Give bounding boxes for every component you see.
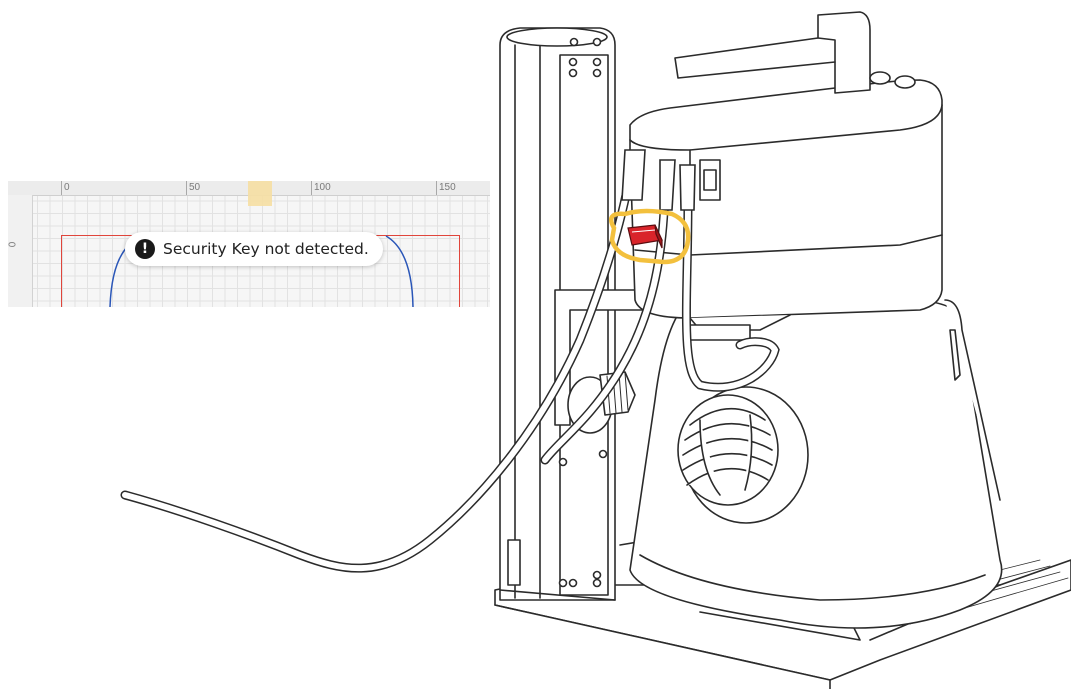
ruler-position-marker [248, 181, 272, 206]
laser-shroud [629, 296, 1003, 629]
ruler-label-0: 0 [64, 182, 70, 193]
ruler-label-100: 100 [314, 182, 331, 193]
fan-housing [677, 386, 809, 524]
highlight-circle [609, 208, 691, 265]
exclamation-circle-icon: ! [135, 239, 155, 259]
ruler-label-50: 50 [189, 182, 201, 193]
cable-connectors [621, 149, 696, 211]
ruler-label-150: 150 [439, 182, 456, 193]
handle [674, 11, 916, 94]
toast-message: Security Key not detected. [163, 240, 369, 258]
security-key [627, 224, 663, 249]
left-ruler: 0 [8, 195, 33, 307]
cables [120, 170, 780, 573]
security-key-toast: ! Security Key not detected. [125, 232, 383, 266]
laser-head [629, 79, 943, 341]
